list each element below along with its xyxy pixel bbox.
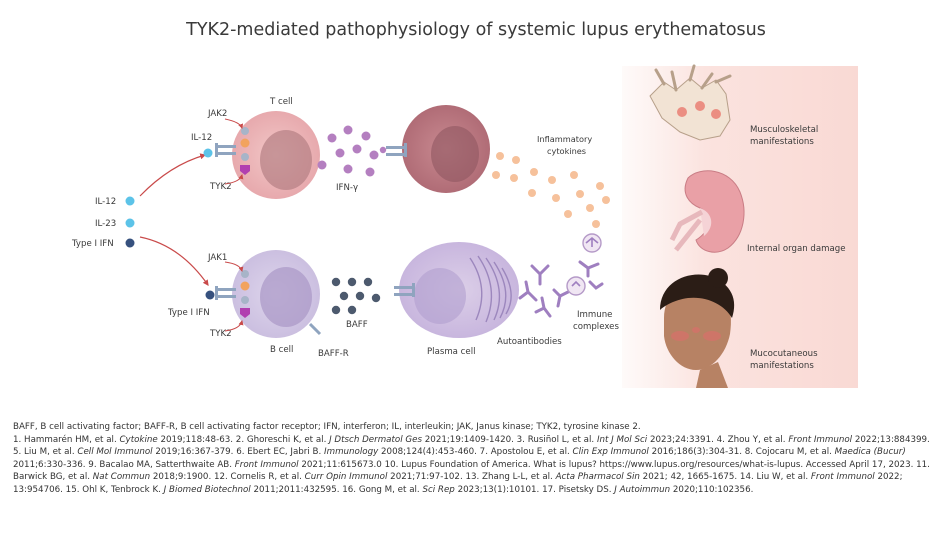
t-cell-label: T cell [269,97,293,107]
b-cell-tyk2-label: TYK2 [209,329,232,339]
autoantibodies-label: Autoantibodies [497,337,562,347]
b-cell-ifn-label: Type I IFN [167,308,210,318]
baff-r-receptor [308,322,322,336]
baff-r-label: BAFF-R [318,349,349,359]
baff-label: BAFF [346,320,368,330]
b-cell-receptor [215,270,250,318]
arrow-to-bcell [139,236,209,286]
abbreviations-text: BAFF, B cell activating factor; BAFF-R, … [13,422,641,432]
immune-complexes-label-2: complexes [573,322,619,332]
t-cell-jak2-label: JAK2 [207,109,227,119]
plasma-cell-receptor [394,283,415,297]
legend-ifn-label: Type I IFN [71,239,114,249]
arrow-to-tcell [139,153,207,197]
immune-complexes-label-1: Immune [577,310,612,320]
il12-dot [125,196,135,206]
legend-il12-label: IL-12 [95,197,116,207]
b-cell-nucleus [260,267,312,327]
b-cell-label: B cell [270,345,293,355]
legend-il23-label: IL-23 [95,219,116,229]
plasma-cell-er [469,255,512,323]
footnote: BAFF, B cell activating factor; BAFF-R, … [13,421,938,497]
baff-dots [331,277,381,315]
autoantibodies [518,264,570,318]
plasma-cell-label: Plasma cell [427,347,475,357]
immune-complexes [566,233,604,296]
mucocutaneous-label-1: Mucocutaneous [750,349,818,359]
inflammatory-label-2: cytokines [547,146,586,156]
t-cell-il12-ligand [203,148,213,158]
page-title: TYK2-mediated pathophysiology of systemi… [186,20,766,40]
inflammatory-label-1: Inflammatory [537,134,592,144]
organ-damage-label: Internal organ damage [747,244,846,254]
b-cell-jak1-label: JAK1 [207,253,227,263]
type1ifn-dot [125,238,135,248]
b-cell-ifn-ligand [205,290,215,300]
activated-t-cell-nucleus [431,126,479,182]
musculoskeletal-label-1: Musculoskeletal [750,125,818,135]
hand-illustration [649,64,732,141]
t-cell-tyk2-label: TYK2 [209,182,232,192]
t-cell-il12-label: IL-12 [191,133,212,143]
mucocutaneous-label-2: manifestations [750,361,814,371]
t-cell-receptor [215,127,250,175]
pathophysiology-diagram: IL-12 IL-23 Type I IFN T cell IL-12 JAK2… [71,64,858,388]
ifn-gamma-label: IFN-γ [336,183,358,193]
ifn-gamma-dots [317,125,379,177]
face-illustration [660,268,735,388]
t-cell-nucleus [260,130,312,190]
musculoskeletal-label-2: manifestations [750,137,814,147]
il23-dot [125,218,135,228]
kidney-illustration [669,170,745,253]
references-text: 1. Hammarén HM, et al. Cytokine 2019;118… [13,434,930,495]
plasma-cell-nucleus [414,268,466,324]
inflammatory-cytokine-dots [492,152,610,228]
activated-t-cell-receptor [379,143,407,157]
